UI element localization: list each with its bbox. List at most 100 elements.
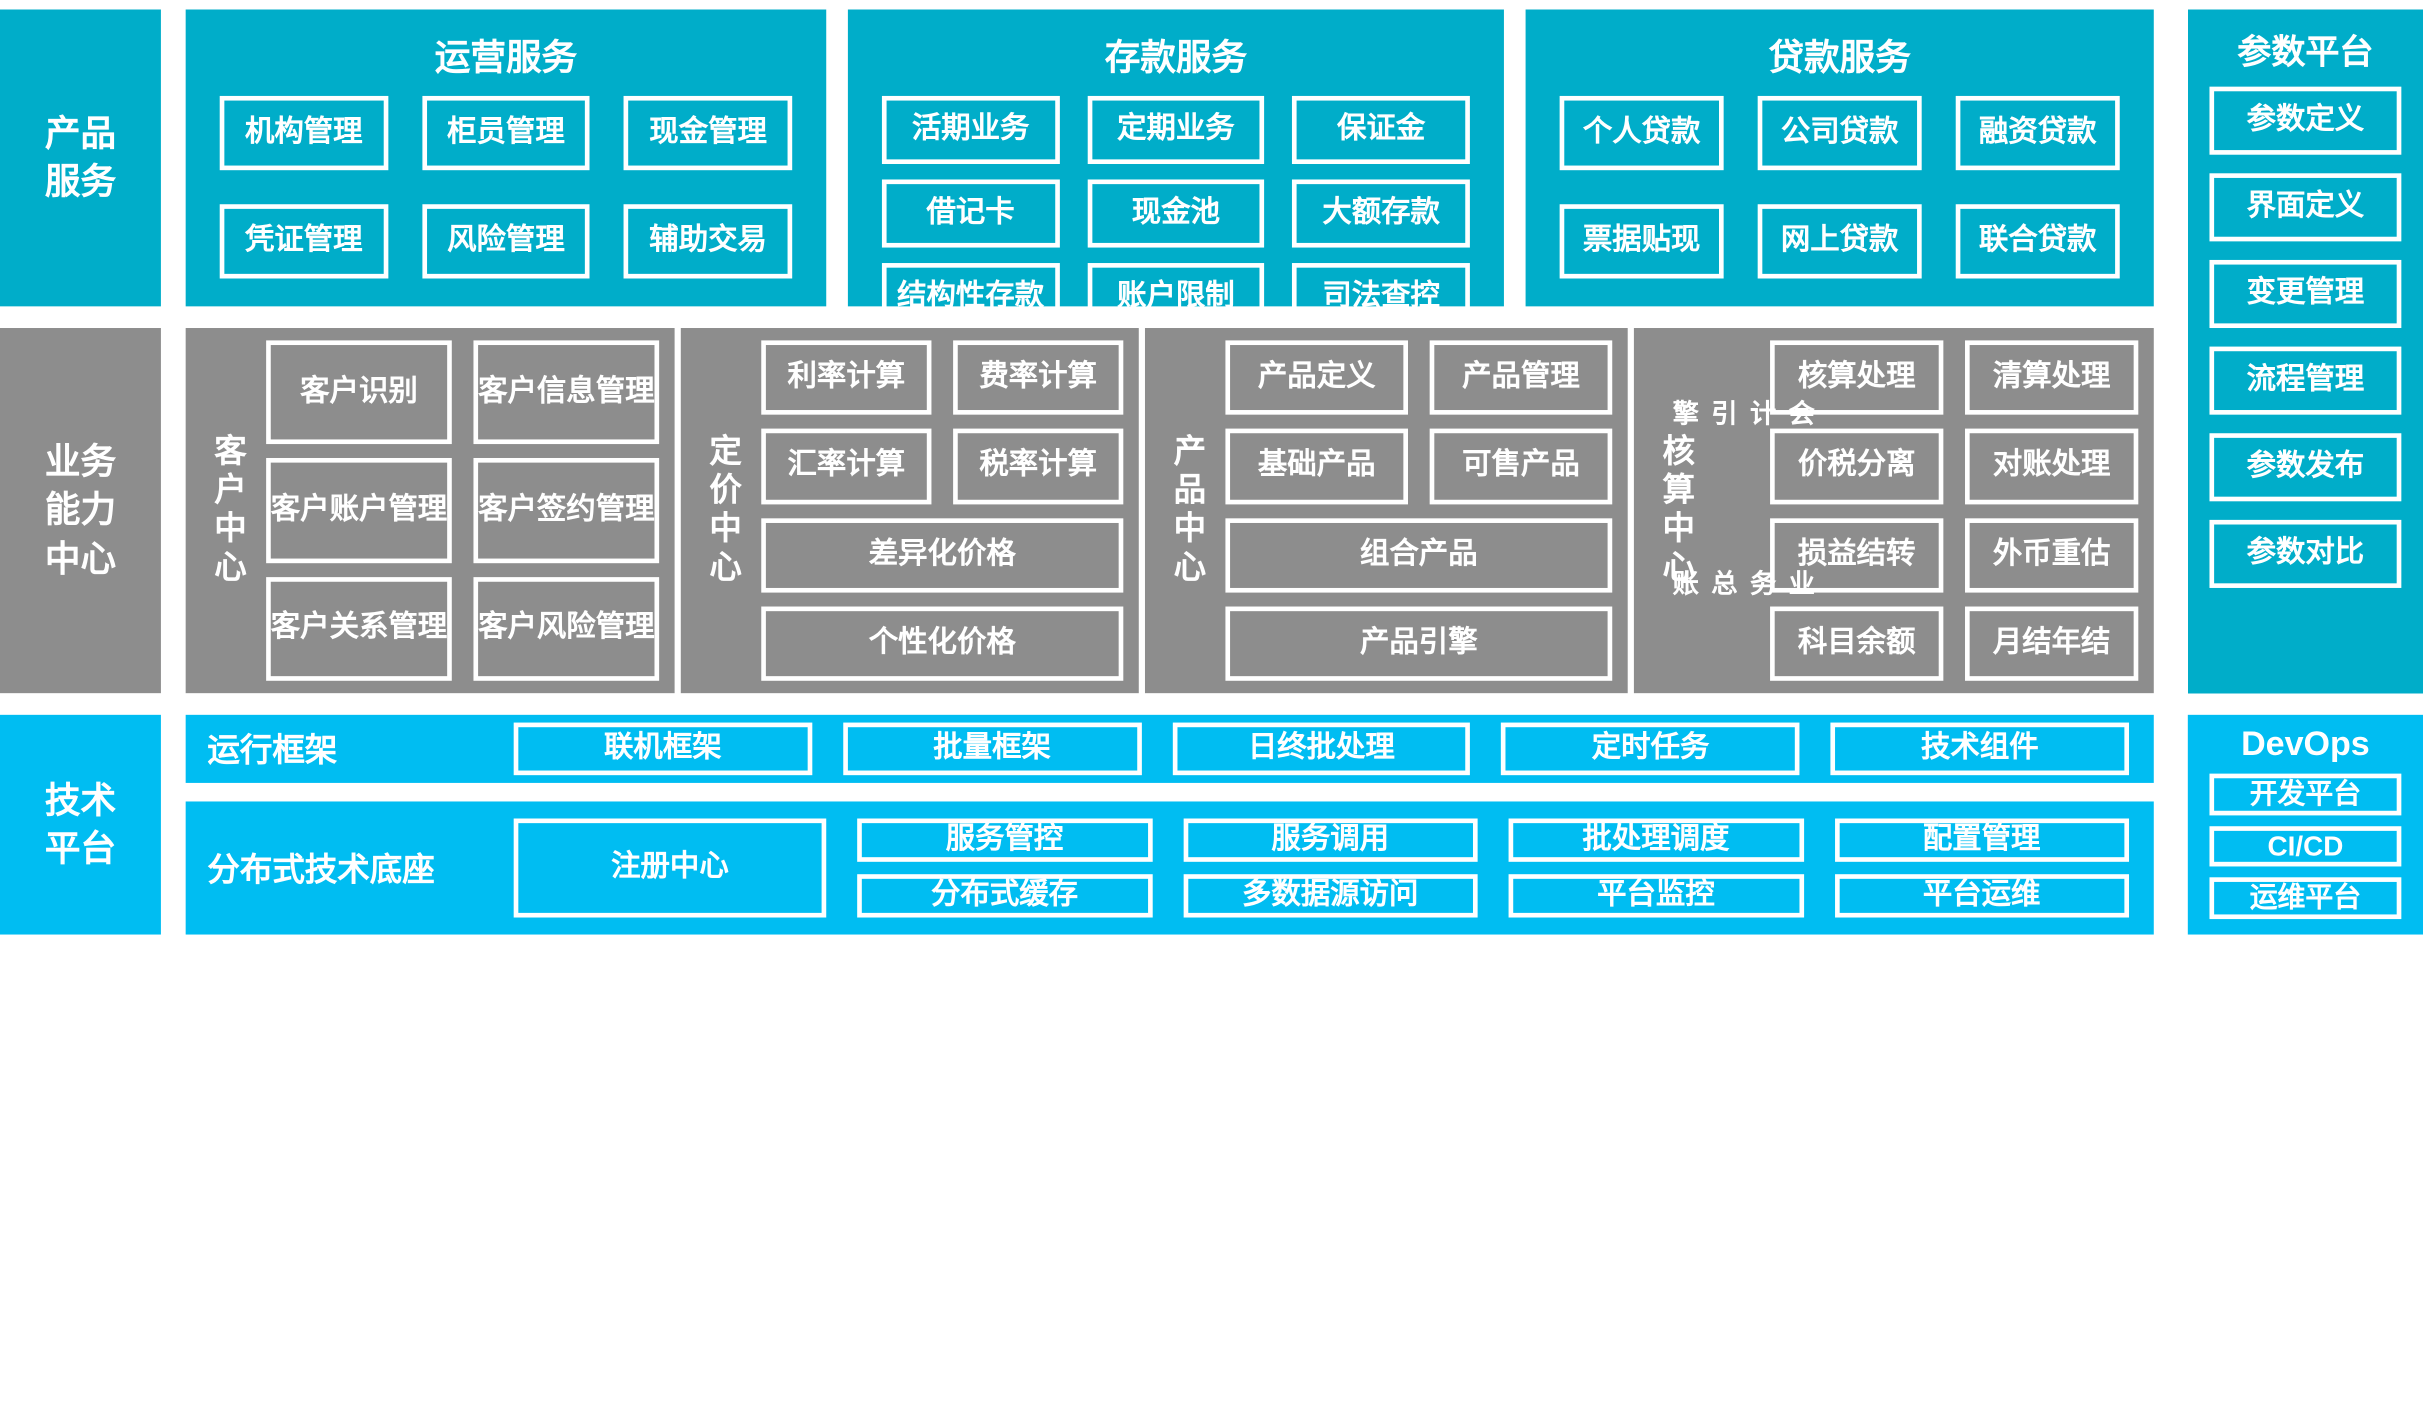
card-scheduled-task[interactable]: 定时任务 [1501, 722, 1800, 776]
panel-devops: DevOps 开发平台 CI/CD 运维平台 [2187, 714, 2423, 935]
layer-label-business-capability: 业务 能力 中心 [0, 328, 161, 694]
card-foreign-currency-revaluation[interactable]: 外币重估 [1965, 517, 2139, 593]
panel-loan-services: 贷款服务 个人贷款 公司贷款 融资贷款 票据贴现 网上贷款 联合贷款 [1525, 9, 2154, 307]
card-voucher-management[interactable]: 凭证管理 [219, 204, 388, 279]
card-structured-deposit[interactable]: 结构性存款 [881, 263, 1060, 332]
card-development-platform[interactable]: 开发平台 [2209, 773, 2402, 815]
card-time-deposit[interactable]: 定期业务 [1087, 95, 1265, 165]
card-financing-loan[interactable]: 融资贷款 [1955, 95, 2120, 171]
card-online-framework[interactable]: 联机框架 [513, 722, 812, 776]
card-customer-identification[interactable]: 客户识别 [266, 340, 452, 445]
card-change-management[interactable]: 变更管理 [2209, 259, 2402, 329]
card-process-management[interactable]: 流程管理 [2209, 346, 2402, 415]
card-parameter-release[interactable]: 参数发布 [2209, 433, 2402, 502]
strip-runtime-framework: 运行框架 联机框架 批量框架 日终批处理 定时任务 技术组件 [185, 714, 2154, 783]
card-customer-account-management[interactable]: 客户账户管理 [266, 458, 452, 563]
card-batch-framework[interactable]: 批量框架 [842, 722, 1142, 776]
layer-label-ps-line-1: 产品 [44, 112, 117, 154]
card-settlement-processing[interactable]: 清算处理 [1965, 340, 2139, 416]
card-month-year-end-close[interactable]: 月结年结 [1965, 606, 2139, 681]
registry-center-wrap: 注册中心 [513, 818, 827, 918]
card-risk-management[interactable]: 风险管理 [421, 204, 591, 279]
card-parameter-definition[interactable]: 参数定义 [2209, 86, 2402, 155]
card-base-product[interactable]: 基础产品 [1225, 428, 1409, 504]
card-customer-risk-management[interactable]: 客户风险管理 [473, 576, 660, 681]
card-platform-operations[interactable]: 平台运维 [1834, 874, 2130, 918]
card-batch-scheduling[interactable]: 批处理调度 [1508, 818, 1804, 862]
panel-title-parameter-platform: 参数平台 [2237, 32, 2374, 72]
card-service-governance[interactable]: 服务管控 [857, 818, 1152, 862]
card-bill-discount[interactable]: 票据贴现 [1559, 204, 1724, 279]
card-composite-product[interactable]: 组合产品 [1225, 517, 1613, 593]
card-interest-rate-calc[interactable]: 利率计算 [761, 340, 932, 416]
card-technical-component[interactable]: 技术组件 [1830, 722, 2129, 776]
panel-accounting-center: 核算中心 会计引擎 业务总账 核算处理 清算处理 价税分离 对账处理 [1633, 328, 2154, 694]
card-personal-loan[interactable]: 个人贷款 [1559, 95, 1724, 171]
card-online-loan[interactable]: 网上贷款 [1757, 204, 1922, 279]
card-org-management[interactable]: 机构管理 [219, 95, 388, 171]
strip-distributed-base: 分布式技术底座 注册中心 服务管控 分布式缓存 服务调用 多数据源访问 批处理调… [185, 801, 2154, 935]
card-product-engine[interactable]: 产品引擎 [1225, 606, 1613, 681]
card-judicial-control[interactable]: 司法查控 [1292, 263, 1470, 332]
card-customer-contract-management[interactable]: 客户签约管理 [473, 458, 660, 563]
layer-label-bc-line-1: 业务 [44, 441, 117, 482]
card-syndicated-loan[interactable]: 联合贷款 [1955, 204, 2120, 279]
card-account-restriction[interactable]: 账户限制 [1087, 263, 1265, 332]
card-fee-rate-calc[interactable]: 费率计算 [953, 340, 1124, 416]
card-service-invocation[interactable]: 服务调用 [1182, 818, 1478, 862]
card-margin-deposit[interactable]: 保证金 [1292, 95, 1470, 165]
architecture-diagram: 产品服务 运营服务 机构管理 柜员管理 现金管理 凭证管理 风险管理 辅助交易 … [0, 9, 2423, 935]
card-multi-datasource-access[interactable]: 多数据源访问 [1182, 874, 1478, 918]
card-product-definition[interactable]: 产品定义 [1225, 340, 1409, 416]
card-product-management[interactable]: 产品管理 [1429, 340, 1613, 416]
accounting-row-3: 损益结转 外币重估 [1770, 517, 2139, 593]
panel-product-center: 产品中心 产品定义 产品管理 基础产品 可售产品 组合产品 产品引擎 [1144, 328, 1628, 694]
loan-services-grid: 个人贷款 公司贷款 融资贷款 票据贴现 网上贷款 联合贷款 [1526, 95, 2154, 279]
panel-title-operation-services: 运营服务 [434, 37, 578, 78]
card-teller-management[interactable]: 柜员管理 [421, 95, 591, 171]
customer-row-1: 客户识别 客户信息管理 [266, 340, 660, 445]
customer-center-body: 客户识别 客户信息管理 客户账户管理 客户签约管理 客户关系管理 客户风险管理 [266, 340, 660, 681]
distributed-col-4: 配置管理 平台运维 [1834, 818, 2130, 918]
card-exchange-rate-calc[interactable]: 汇率计算 [761, 428, 932, 504]
card-sellable-product[interactable]: 可售产品 [1429, 428, 1613, 504]
card-account-balance[interactable]: 科目余额 [1770, 606, 1944, 681]
panel-parameter-platform: 参数平台 参数定义 界面定义 变更管理 流程管理 参数发布 参数对比 [2187, 9, 2423, 694]
center-label-customer: 客户中心 [210, 433, 247, 588]
card-customer-info-management[interactable]: 客户信息管理 [473, 340, 660, 445]
layer-label-bc-line-3: 中心 [44, 537, 117, 578]
card-personalized-price[interactable]: 个性化价格 [761, 606, 1124, 681]
card-differentiated-price[interactable]: 差异化价格 [761, 517, 1124, 593]
card-ci-cd[interactable]: CI/CD [2209, 825, 2402, 868]
card-configuration-management[interactable]: 配置管理 [1834, 818, 2130, 862]
subgroup-label-business-ledger: 业务总账 [1667, 569, 1814, 599]
card-parameter-compare[interactable]: 参数对比 [2209, 519, 2402, 588]
card-tax-rate-calc[interactable]: 税率计算 [953, 428, 1124, 504]
card-price-tax-separation[interactable]: 价税分离 [1770, 428, 1944, 504]
card-corporate-loan[interactable]: 公司贷款 [1757, 95, 1922, 171]
accounting-card-grid: 核算处理 清算处理 价税分离 对账处理 损益结转 外币重估 科目余额 月结年结 [1770, 340, 2139, 681]
card-distributed-cache[interactable]: 分布式缓存 [857, 874, 1152, 918]
card-profit-loss-carryover[interactable]: 损益结转 [1770, 517, 1944, 593]
card-debit-card[interactable]: 借记卡 [881, 179, 1060, 248]
card-eod-batch-processing[interactable]: 日终批处理 [1172, 722, 1471, 776]
layer-product-services: 产品服务 运营服务 机构管理 柜员管理 现金管理 凭证管理 风险管理 辅助交易 … [0, 9, 2423, 332]
card-registry-center[interactable]: 注册中心 [513, 818, 827, 918]
card-customer-relationship-management[interactable]: 客户关系管理 [266, 576, 452, 681]
card-cash-pool[interactable]: 现金池 [1087, 179, 1265, 248]
accounting-row-4: 科目余额 月结年结 [1770, 606, 2139, 681]
card-accounting-processing[interactable]: 核算处理 [1770, 340, 1944, 416]
card-ops-platform[interactable]: 运维平台 [2209, 877, 2402, 920]
card-interface-definition[interactable]: 界面定义 [2209, 173, 2402, 242]
pricing-center-body: 利率计算 费率计算 汇率计算 税率计算 差异化价格 个性化价格 [761, 340, 1124, 681]
accounting-subgroup-labels: 会计引擎 业务总账 [1668, 340, 1813, 680]
card-demand-deposit[interactable]: 活期业务 [881, 95, 1060, 165]
card-platform-monitoring[interactable]: 平台监控 [1508, 874, 1804, 918]
center-label-accounting: 核算中心 [1658, 433, 1695, 588]
card-auxiliary-transaction[interactable]: 辅助交易 [624, 204, 793, 279]
card-cash-management[interactable]: 现金管理 [624, 95, 793, 171]
card-large-deposit[interactable]: 大额存款 [1292, 179, 1470, 248]
pricing-row-4: 个性化价格 [761, 606, 1124, 681]
product-row-1: 产品定义 产品管理 [1225, 340, 1613, 416]
card-reconciliation-processing[interactable]: 对账处理 [1965, 428, 2139, 504]
